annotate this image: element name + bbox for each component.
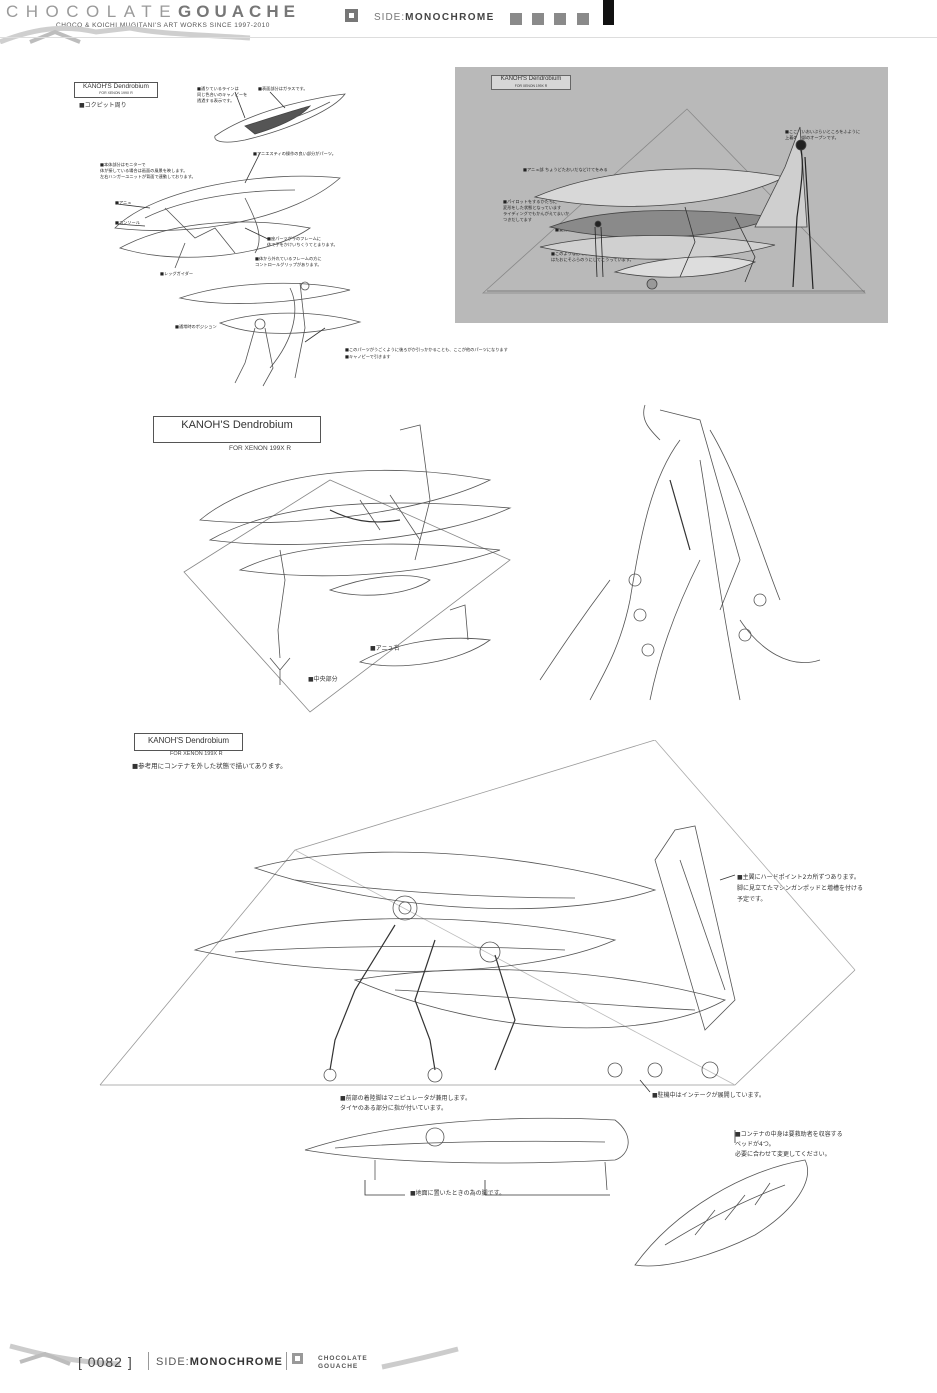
footer-side-name: MONOCHROME [189, 1356, 283, 1368]
figure2-label-sub: FOR XENON 199X R [229, 445, 292, 452]
note-monitor: ■本体部分はモニターで 体が接している場合は画面の風景を映します。 左右ハンガー… [100, 162, 196, 179]
header-side-name: MONOCHROME [405, 12, 495, 23]
note-ground-legs: ■地面に置いたときの為の脚です。 [410, 1190, 506, 1197]
figure1-label-title: KANOH'S Dendrobium [83, 83, 149, 90]
header-side-prefix: SIDE: [374, 12, 406, 23]
note-manipulator: ■前部の着陸脚はマニピュレータが兼用します。 タイヤのある部分に指が付いています… [340, 1095, 471, 1112]
header-swoosh-icon [0, 25, 251, 44]
figure3-label-title: KANOH'S Dendrobium [147, 736, 230, 745]
note-frame-pose: ■体から外れているフレームの方に コントロールグリップがあります。 [255, 256, 322, 267]
panel-note-left-a: ■パイロットをするかたちに 変形をした状態となっています ライディングでもかんが… [503, 199, 570, 222]
figure3-sketch [99, 740, 856, 1267]
note-leg-pos: ■レッグガイダー [160, 271, 194, 276]
header-marker-icon [532, 13, 544, 25]
note-anime: ■アニュ [115, 200, 132, 205]
figure3-intro: ■参考用にコンテナを外した状態で描いてあります。 [132, 762, 287, 770]
footer-side-prefix: SIDE: [156, 1356, 190, 1368]
note-control: ■コンソール [115, 220, 140, 225]
note-glass-line: ■通りているラインは 同じ色合いのキャノピーを 透過する表示です。 [197, 86, 248, 103]
footer-brand-line1: CHOCOLATE [318, 1355, 368, 1362]
header-title-light: CHOCOLATE [6, 2, 179, 21]
note-container: ■コンテナの中身は要救助者を収容する ベッドが4つ。 必要に合わせて変更してくだ… [735, 1131, 843, 1158]
header-subtitle: CHOCO & KOICHI MUGITANI'S ART WORKS SINC… [56, 22, 270, 29]
panel-sketch [481, 108, 866, 294]
figure1-label: KANOH'S Dendrobium FOR XENON 199X R [74, 82, 158, 98]
note-cockpit: ■コクピット周り [79, 102, 127, 109]
header-tab-marker-icon [603, 0, 614, 25]
panel-note-top-right: ■ここだいおいぶらいところをふように 上着の中部のオープンです。 [785, 129, 861, 140]
note-hairline: ■アニエスティの操作の良い部分がパーツ。 [253, 151, 336, 156]
note-glass: ■表面部分はガラスです。 [258, 86, 308, 91]
footer-brand-line2: GOUACHE [318, 1363, 359, 1370]
header-marker-icon [510, 13, 522, 25]
note-canopy-hint: ■キャノピーで引きます [345, 354, 391, 359]
header-title-bold: GOUACHE [178, 2, 300, 21]
panel-note-mid-left: ■アニュ部 ちょうどたおいだなどけてをみる [523, 167, 608, 172]
footer-divider [148, 1352, 149, 1370]
figure2-label-title: KANOH'S Dendrobium [181, 419, 293, 431]
figure3-label-sub: FOR XENON 199X R [170, 751, 223, 757]
header-divider [0, 37, 937, 38]
header-marker-icon [554, 13, 566, 25]
grey-panel: KANOH'S Dendrobium FOR XENON 199X R ■ここだ… [455, 67, 888, 323]
panel-label-sub: FOR XENON 199X R [514, 83, 548, 88]
panel-label-title: KANOH'S Dendrobium [500, 76, 562, 82]
note-frame-seat: ■座パーツが今のフレームに 体で手をかけいちくうてとまります。 [267, 236, 338, 247]
page-number: [ 0082 ] [78, 1354, 133, 1370]
note-center: ■中央部分 [308, 676, 338, 683]
note-hardpoint: ■主翼にハードポイント2カ所ずつあります。 脚に見立てたマシンガンポッドと増槽を… [737, 874, 864, 903]
figure3-label: KANOH'S Dendrobium [134, 733, 243, 751]
panel-label: KANOH'S Dendrobium FOR XENON 199X R [491, 75, 571, 90]
header-marker-icon [577, 13, 589, 25]
note-anime-unit: ■アニュ右 [370, 645, 400, 652]
note-pose: ■通常時のポジション [175, 324, 217, 329]
figure1-label-sub: FOR XENON 199X R [99, 91, 133, 95]
figure2-label: KANOH'S Dendrobium [153, 416, 321, 443]
footer-square-icon [292, 1353, 303, 1364]
note-intake: ■駐機中はインテークが展開しています。 [652, 1092, 765, 1099]
note-part-hint: ■このパーツがうごくように後ろがか引っかかることも、ここが他のパーツになります [345, 347, 508, 352]
header-square-icon [345, 9, 358, 22]
header-title: CHOCOLATEGOUACHE [6, 2, 300, 22]
footer-swoosh-right-icon [381, 1346, 459, 1370]
figure1-sketch [114, 91, 362, 387]
header-side-label: SIDE:MONOCHROME [374, 12, 495, 23]
footer-swoosh-left-icon [9, 1343, 121, 1367]
footer-divider [286, 1352, 287, 1370]
figure2-sketch [183, 404, 821, 713]
footer-side-label: SIDE:MONOCHROME [156, 1356, 283, 1368]
